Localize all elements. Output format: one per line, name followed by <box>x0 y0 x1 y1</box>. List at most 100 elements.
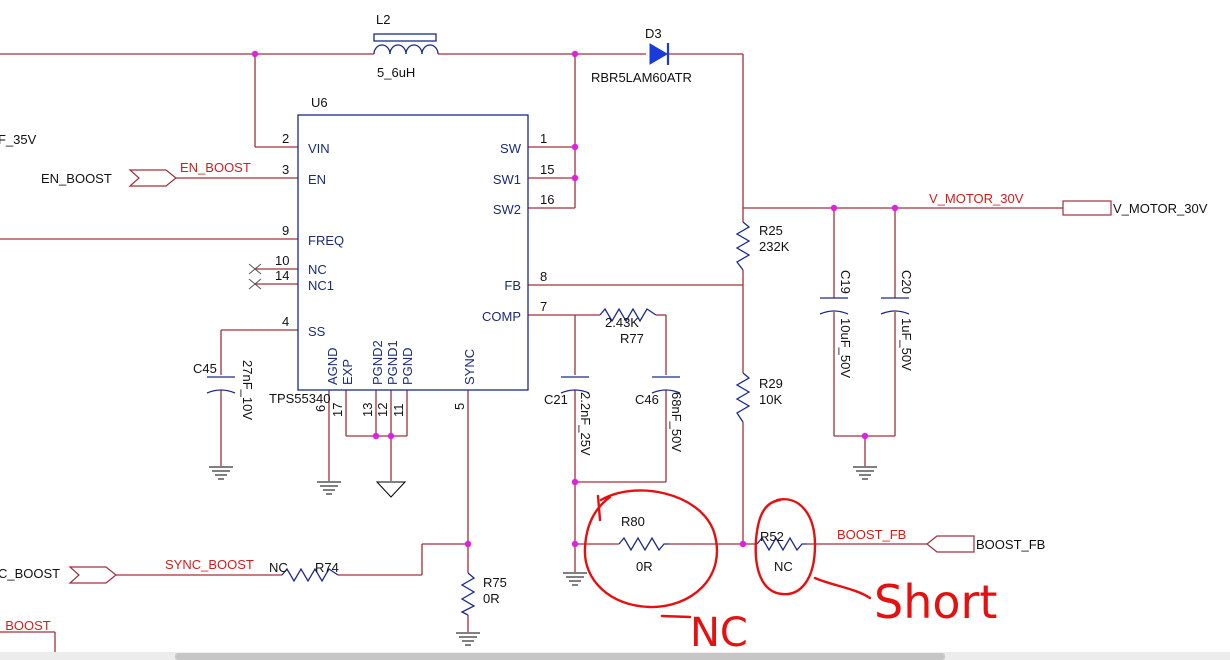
ground-symbols <box>209 466 877 646</box>
pin-name-sw: SW <box>500 141 522 156</box>
pin-name-agnd: AGND <box>325 347 340 385</box>
resistor-r52-ref: R52 <box>760 529 784 544</box>
pin-name-freq: FREQ <box>308 233 344 248</box>
pin-number: 14 <box>275 268 289 283</box>
resistor-r74-ref: R74 <box>315 560 339 575</box>
ic-u6: U6 TPS55340 2 VIN 3 EN 9 FREQ 10 NC 14 N… <box>269 95 554 417</box>
inductor-l2: L2 5_6uH <box>373 12 439 80</box>
annotation-circle-r52 <box>754 498 817 596</box>
pin-name-pgnd2: PGND2 <box>370 340 385 385</box>
pin-name-pgnd: PGND <box>400 347 415 385</box>
resistor-r75-ref: R75 <box>483 575 507 590</box>
resistor-r25-ref: R25 <box>759 223 783 238</box>
ground-c45 <box>209 466 233 480</box>
port-en-boost: EN_BOOST <box>41 169 177 187</box>
pin-name-sw1: SW1 <box>493 172 521 187</box>
pin-number: 12 <box>375 403 390 417</box>
capacitor-c19-ref: C19 <box>838 270 853 294</box>
cut-off-net-label: _BOOST <box>0 618 51 633</box>
pin-name-ss: SS <box>308 324 326 339</box>
resistor-r74-value: NC <box>269 560 288 575</box>
pin-number: 6 <box>313 405 328 412</box>
net-label-boost-fb: BOOST_FB <box>837 527 906 542</box>
pin-number: 1 <box>540 131 547 146</box>
capacitor-c20-ref: C20 <box>899 270 914 294</box>
pin-number: 13 <box>360 403 375 417</box>
resistor-r29: R29 10K <box>735 372 783 423</box>
capacitor-c46-value: 68nF_50V <box>669 392 684 452</box>
scrollbar-thumb[interactable] <box>175 653 945 660</box>
pin-number: 9 <box>282 223 289 238</box>
pin-name-fb: FB <box>504 278 521 293</box>
pin-name-nc1: NC1 <box>308 278 334 293</box>
resistor-r74: NC R74 <box>269 560 339 583</box>
annotation-stroke <box>660 614 692 619</box>
annotation-short-note: Short <box>874 575 997 629</box>
capacitor-c21-value: 2.2nF_25V <box>578 392 593 456</box>
pin-number: 11 <box>391 404 406 418</box>
capacitor-c20: C20 1uF_50V <box>880 270 914 371</box>
port-en-boost-label: EN_BOOST <box>41 171 112 186</box>
diode-d3: D3 RBR5LAM60ATR <box>591 26 692 85</box>
capacitor-c45-ref: C45 <box>193 361 217 376</box>
resistor-r77-value: 2.43K <box>605 315 639 330</box>
pin-name-sync: SYNC <box>462 349 477 385</box>
annotation-stroke <box>813 576 872 600</box>
resistor-r75: R75 0R <box>460 572 507 616</box>
resistor-r52: R52 NC <box>756 529 807 574</box>
capacitor-c45-value: 27nF_10V <box>240 360 255 420</box>
port-boost-fb-label: BOOST_FB <box>976 537 1045 552</box>
resistor-r77: 2.43K R77 <box>599 307 657 346</box>
pin-number: 8 <box>540 269 547 284</box>
pin-name-vin: VIN <box>308 141 330 156</box>
pin-name-pgnd1: PGND1 <box>385 340 400 385</box>
diode-d3-ref: D3 <box>645 26 662 41</box>
ground-pgnd <box>375 481 407 498</box>
pin-number: 5 <box>452 403 467 410</box>
ground-r75 <box>456 632 480 646</box>
capacitor-c45: C45 27nF_10V <box>193 360 255 420</box>
handwritten-annotations: NC Short <box>583 489 997 656</box>
capacitor-c21: C21 2.2nF_25V <box>544 376 593 456</box>
resistor-r75-value: 0R <box>483 591 500 606</box>
port-sync-boost-label: C_BOOST <box>0 566 60 581</box>
capacitor-c46-ref: C46 <box>635 392 659 407</box>
ic-u6-part: TPS55340 <box>269 391 330 406</box>
resistor-r80-value: 0R <box>636 559 653 574</box>
junction-dots <box>251 50 899 548</box>
pin-name-en: EN <box>308 172 326 187</box>
resistor-r29-value: 10K <box>759 392 782 407</box>
resistor-r25-value: 232K <box>759 239 790 254</box>
wires <box>0 53 1063 652</box>
capacitor-c19-value: 10uF_50V <box>838 318 853 378</box>
pin-number: 3 <box>282 162 289 177</box>
resistor-r80: R80 0R <box>618 514 669 574</box>
pin-name-exp: EXP <box>340 359 355 385</box>
ic-u6-body <box>297 114 529 391</box>
pin-name-comp: COMP <box>482 309 521 324</box>
cut-off-cap-value: F_35V <box>0 132 37 147</box>
nc-pin-markers <box>248 263 262 290</box>
annotation-stroke <box>596 494 602 522</box>
resistor-r77-ref: R77 <box>620 331 644 346</box>
capacitor-c20-value: 1uF_50V <box>899 318 914 371</box>
port-sync-boost: C_BOOST <box>0 566 117 584</box>
pin-number: 7 <box>540 299 547 314</box>
net-label-v-motor: V_MOTOR_30V <box>929 191 1024 206</box>
resistor-r52-value: NC <box>774 559 793 574</box>
pin-number: 2 <box>282 131 289 146</box>
port-v-motor-label: V_MOTOR_30V <box>1113 201 1208 216</box>
pin-number: 4 <box>282 314 289 329</box>
pin-number: 17 <box>330 403 345 417</box>
diode-d3-value: RBR5LAM60ATR <box>591 70 692 85</box>
annotation-nc-note: NC <box>690 610 748 656</box>
ic-u6-ref: U6 <box>311 95 328 110</box>
capacitor-c21-ref: C21 <box>544 392 568 407</box>
net-label-en-boost: EN_BOOST <box>180 160 251 175</box>
inductor-l2-ref: L2 <box>376 12 390 27</box>
resistor-r80-ref: R80 <box>621 514 645 529</box>
net-label-sync-boost: SYNC_BOOST <box>165 557 254 572</box>
annotation-circle-r80 <box>583 489 719 609</box>
pin-name-sw2: SW2 <box>493 202 521 217</box>
